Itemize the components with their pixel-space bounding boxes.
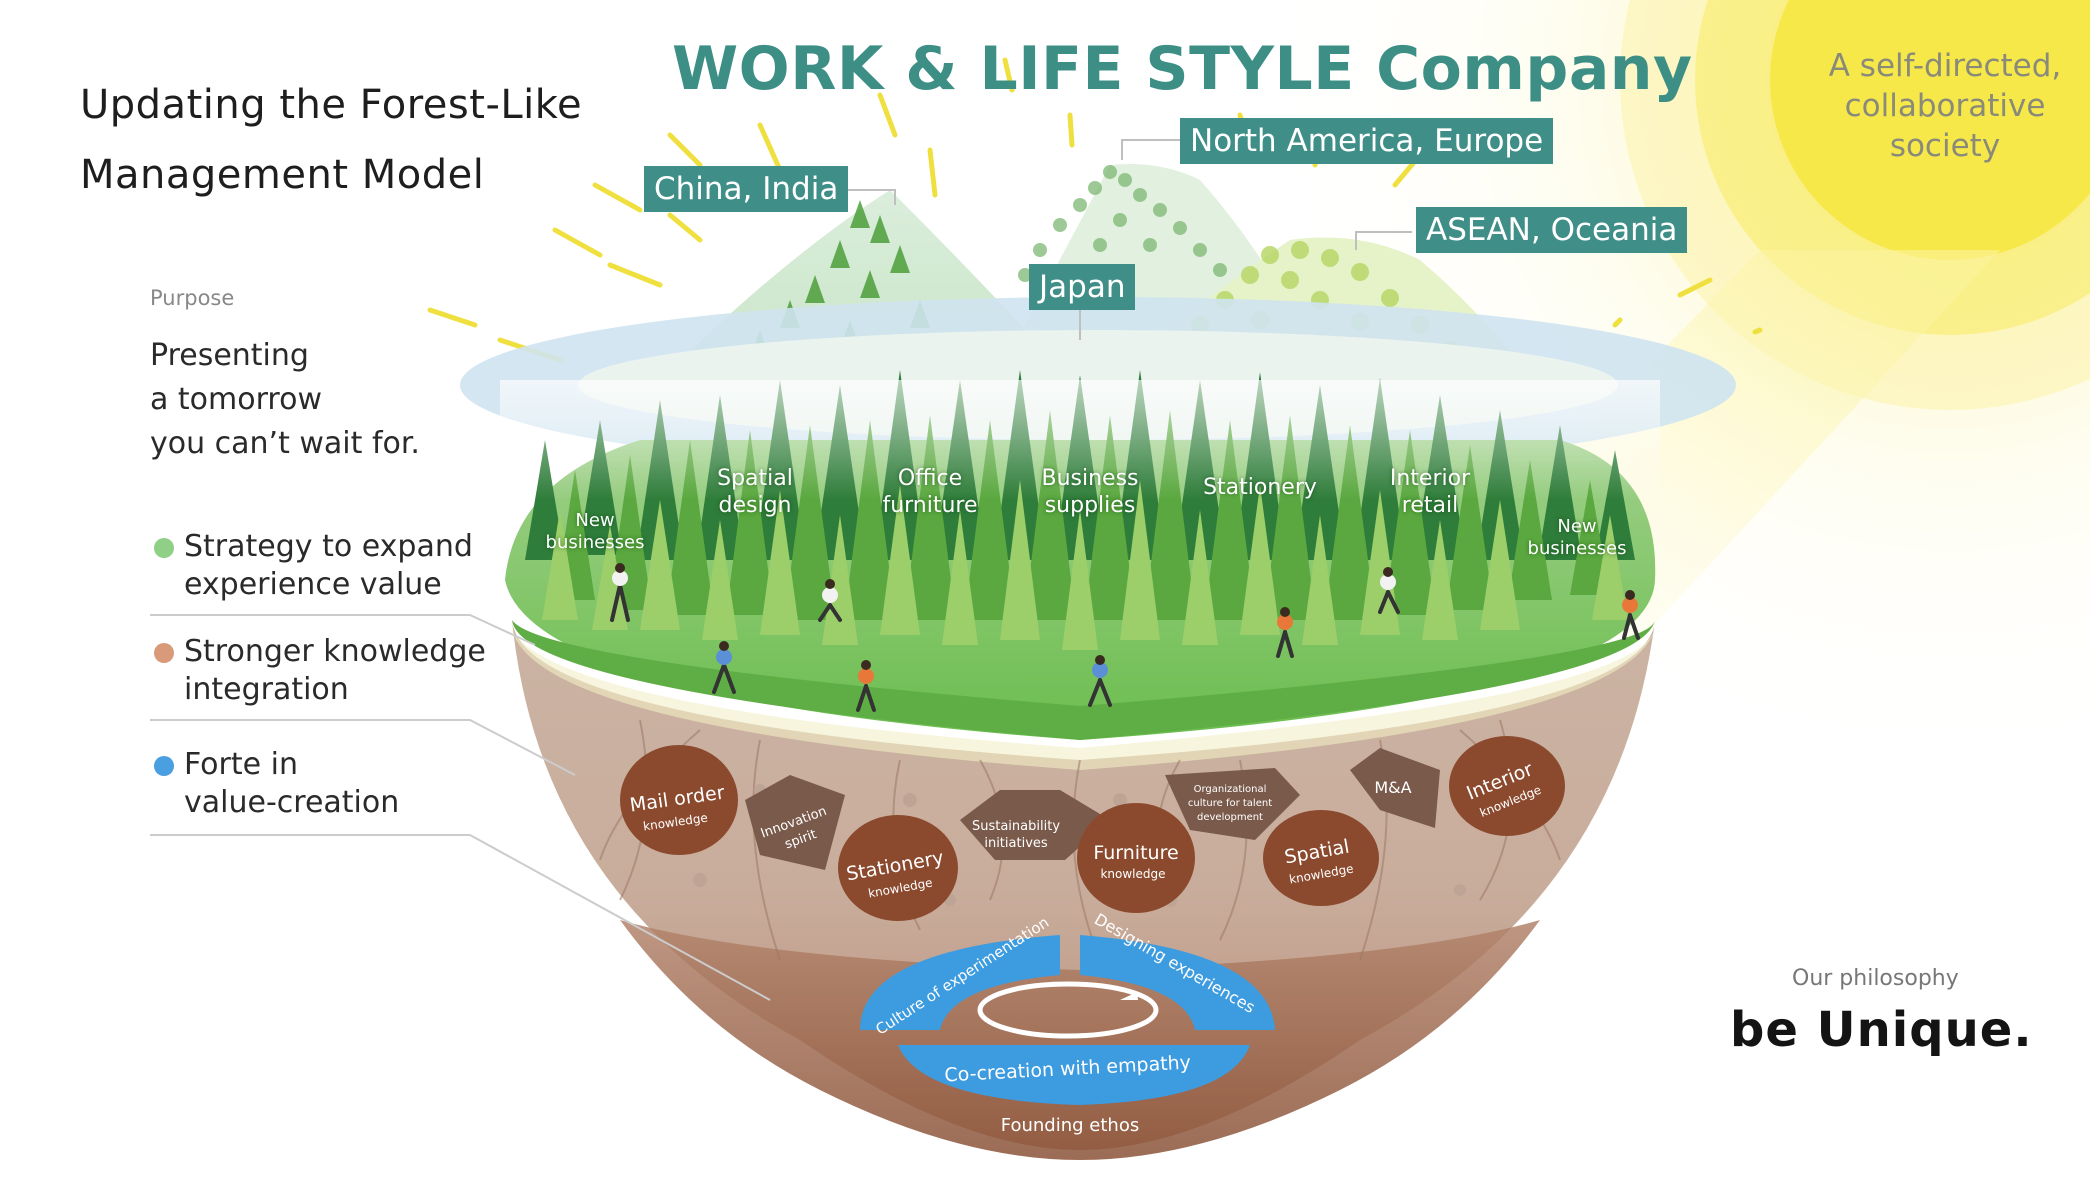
forest-label-stationery: Stationery (1190, 474, 1330, 501)
org-culture-label: Organizational (1194, 784, 1267, 795)
purpose-statement: Presenting a tomorrow you can’t wait for… (150, 334, 420, 466)
mail-order-knowledge-shape (620, 745, 738, 855)
forest-label-text: Interior (1389, 466, 1471, 491)
region-asean-oceania: ASEAN, Oceania (1416, 207, 1688, 253)
forest-label-text: businesses (1527, 538, 1627, 559)
forest-label-text: Office (897, 466, 963, 491)
org-culture-label: development (1197, 812, 1263, 823)
vision-line: A self-directed, (1828, 48, 2062, 84)
founding-ethos-label: Founding ethos (1000, 1115, 1140, 1136)
forest-label-text: Business (1041, 466, 1139, 491)
value-cycle (860, 935, 1275, 1105)
page-title-line-1: Updating the Forest-Like (80, 82, 583, 128)
spatial-knowledge-shape (1263, 810, 1379, 906)
forest-label-text: New (575, 510, 615, 531)
green-dot-icon (154, 538, 174, 558)
region-japan: Japan (1029, 264, 1136, 310)
page-title-line-2: Management Model (80, 152, 485, 198)
region-north-america-europe: North America, Europe (1180, 118, 1554, 164)
sustainability-initiatives-shape (960, 790, 1110, 860)
legend-label: experience value (184, 567, 442, 602)
sustainability-label: initiatives (984, 836, 1048, 851)
legend-label: integration (184, 672, 349, 707)
legend-label: Strategy to expand (184, 529, 473, 564)
purpose-line-3: you can’t wait for. (150, 426, 420, 461)
people (610, 563, 1640, 712)
furniture-knowledge-sub-label: knowledge (1100, 867, 1165, 881)
stationery-knowledge-shape (838, 815, 958, 921)
purpose-line-1: Presenting (150, 338, 309, 373)
vision-line: collaborative (1844, 88, 2046, 124)
purpose-label: Purpose (150, 286, 235, 310)
forest-label-text: supplies (1044, 493, 1136, 518)
forest-label-text: businesses (545, 532, 645, 553)
forest-trees (500, 370, 1660, 650)
legend-label: value-creation (184, 785, 400, 820)
vision-statement: A self-directed, collaborative society (1800, 46, 2090, 166)
region-pointers (826, 139, 1412, 340)
sustainability-label: Sustainability (972, 819, 1060, 834)
forest-label-text: Stationery (1203, 475, 1317, 500)
main-title: WORK & LIFE STYLE Company (672, 34, 1693, 104)
knowledge-shapes (620, 736, 1565, 921)
forest-label-text: design (718, 493, 792, 518)
philosophy-label: Our philosophy (1792, 966, 1959, 991)
org-culture-shape (1165, 768, 1300, 840)
legend-label: Forte in (184, 747, 298, 782)
page-title: Updating the Forest-Like Management Mode… (80, 70, 582, 210)
innovation-spirit-shape (745, 775, 845, 870)
ma-label: M&A (1374, 778, 1411, 797)
orange-dot-icon (154, 643, 174, 663)
forest-label-text: furniture (882, 493, 978, 518)
philosophy-text: be Unique. (1730, 1002, 2033, 1058)
purpose-line-2: a tomorrow (150, 382, 322, 417)
blue-dot-icon (154, 756, 174, 776)
legend-label: Stronger knowledge (184, 634, 486, 669)
ma-shape (1350, 748, 1440, 828)
forest-label-text: New (1557, 516, 1597, 537)
region-china-india: China, India (644, 166, 849, 212)
forest-label-text: Spatial (717, 466, 793, 491)
interior-knowledge-shape (1449, 736, 1565, 836)
forest-label-text: retail (1401, 493, 1459, 518)
legend-connectors (150, 614, 771, 1001)
vision-line: society (1889, 128, 2001, 164)
furniture-knowledge-label: Furniture (1093, 842, 1178, 864)
furniture-knowledge-shape (1077, 803, 1195, 913)
org-culture-label: culture for talent (1188, 798, 1272, 809)
